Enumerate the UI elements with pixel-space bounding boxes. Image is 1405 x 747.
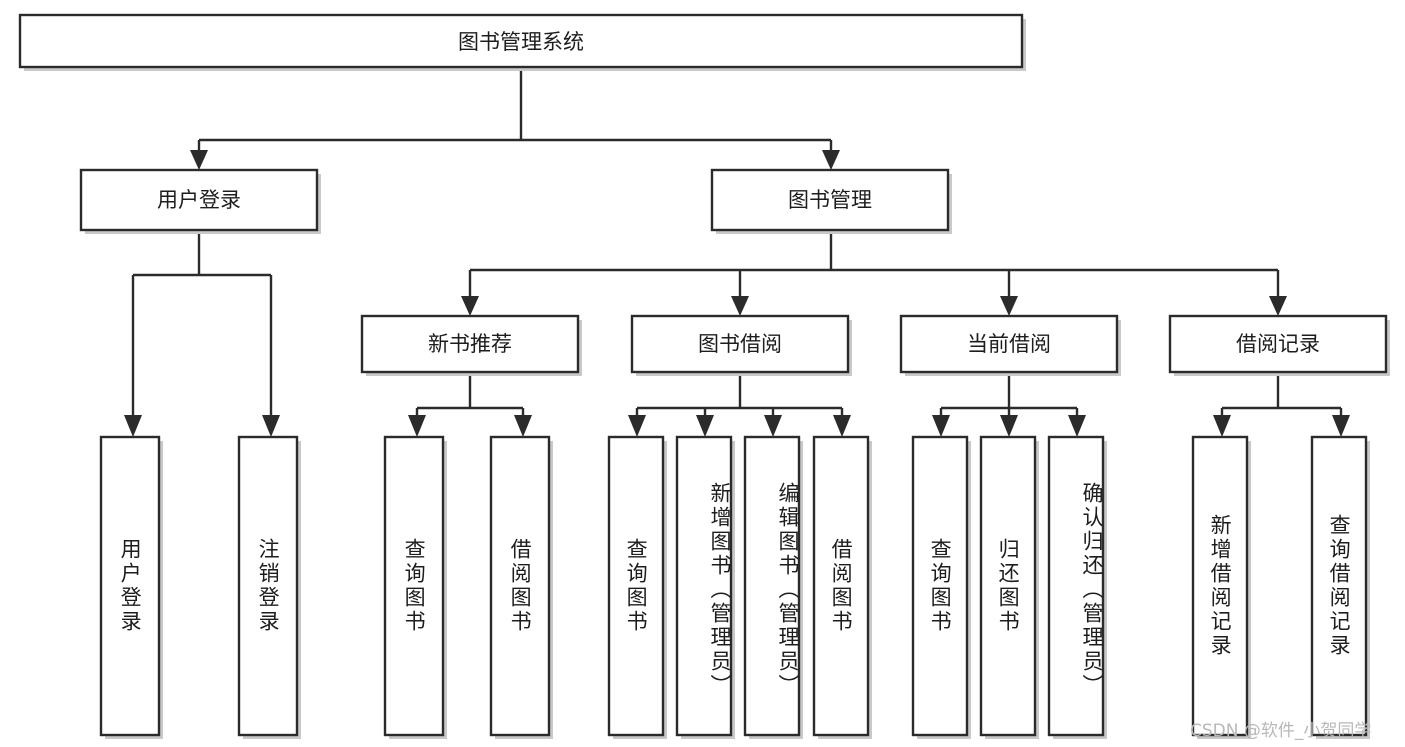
- csdn-watermark: CSDN @软件_小贺同学: [1190, 721, 1372, 741]
- new-book-recommend-label: 新书推荐: [428, 332, 512, 356]
- arrowhead-book-borrow: [731, 296, 749, 316]
- borrow-record-box[interactable]: [1168, 314, 1388, 374]
- leaf-borrow-book-2-box[interactable]: [812, 435, 870, 737]
- arrowhead-leaf-edit-book: [764, 415, 782, 437]
- arrowhead-leaf-query-record: [1332, 415, 1350, 437]
- edges-layer: [124, 67, 1350, 437]
- root-box[interactable]: [18, 13, 1024, 69]
- arrowhead-leaf-borrow-book-2: [833, 415, 851, 437]
- user-login-box[interactable]: [79, 168, 319, 232]
- arrowhead-user-login: [190, 150, 208, 170]
- arrowhead-current-borrow: [1000, 296, 1018, 316]
- arrowhead-borrow-record: [1269, 296, 1287, 316]
- leaf-boxes-layer: [99, 435, 1370, 739]
- book-borrow-box[interactable]: [630, 314, 850, 374]
- root-label: 图书管理系统: [458, 30, 584, 54]
- borrow-record-label: 借阅记录: [1236, 332, 1320, 356]
- node-user-login[interactable]: 用户登录: [79, 168, 321, 234]
- arrowhead-new-book-recommend: [461, 296, 479, 316]
- arrowhead-leaf-logout-login: [262, 415, 280, 437]
- leaf-user-login-box[interactable]: [99, 435, 161, 737]
- leaf-query-book-3-box[interactable]: [911, 435, 969, 737]
- book-manage-box[interactable]: [710, 168, 950, 232]
- user-login-label: 用户登录: [157, 188, 241, 212]
- book-borrow-label: 图书借阅: [698, 332, 782, 356]
- new-book-recommend-box[interactable]: [360, 314, 580, 374]
- arrowhead-leaf-return-book: [1000, 415, 1018, 437]
- leaf-borrow-book-1-box[interactable]: [489, 435, 551, 737]
- arrowhead-book-manage: [822, 150, 840, 170]
- arrowhead-leaf-add-record: [1213, 415, 1231, 437]
- arrowhead-leaf-query-book-1: [408, 415, 426, 437]
- leaf-edit-book-box[interactable]: [743, 435, 801, 737]
- node-root[interactable]: 图书管理系统: [18, 13, 1026, 71]
- arrowhead-leaf-query-book-2: [628, 415, 646, 437]
- leaf-query-book-1-box[interactable]: [383, 435, 445, 737]
- leaf-query-record-box[interactable]: [1310, 435, 1368, 737]
- node-book-manage[interactable]: 图书管理: [710, 168, 952, 234]
- leaf-return-book-box[interactable]: [979, 435, 1037, 737]
- arrowhead-leaf-add-book: [696, 415, 714, 437]
- current-borrow-label: 当前借阅: [967, 332, 1051, 356]
- leaf-confirm-return-box[interactable]: [1047, 435, 1105, 737]
- arrowhead-leaf-query-book-3: [932, 415, 950, 437]
- current-borrow-box[interactable]: [899, 314, 1119, 374]
- arrowhead-leaf-confirm-return: [1068, 415, 1086, 437]
- node-current-borrow[interactable]: 当前借阅: [899, 314, 1121, 376]
- node-book-borrow[interactable]: 图书借阅: [630, 314, 852, 376]
- arrowhead-leaf-borrow-book-1: [514, 415, 532, 437]
- book-manage-label: 图书管理: [788, 188, 872, 212]
- leaf-query-book-2-box[interactable]: [607, 435, 665, 737]
- node-new-book-recommend[interactable]: 新书推荐: [360, 314, 582, 376]
- leaf-add-record-box[interactable]: [1191, 435, 1249, 737]
- leaf-logout-login-box[interactable]: [237, 435, 299, 737]
- leaf-add-book-box[interactable]: [675, 435, 733, 737]
- arrowhead-leaf-user-login: [124, 415, 142, 437]
- node-borrow-record[interactable]: 借阅记录: [1168, 314, 1390, 376]
